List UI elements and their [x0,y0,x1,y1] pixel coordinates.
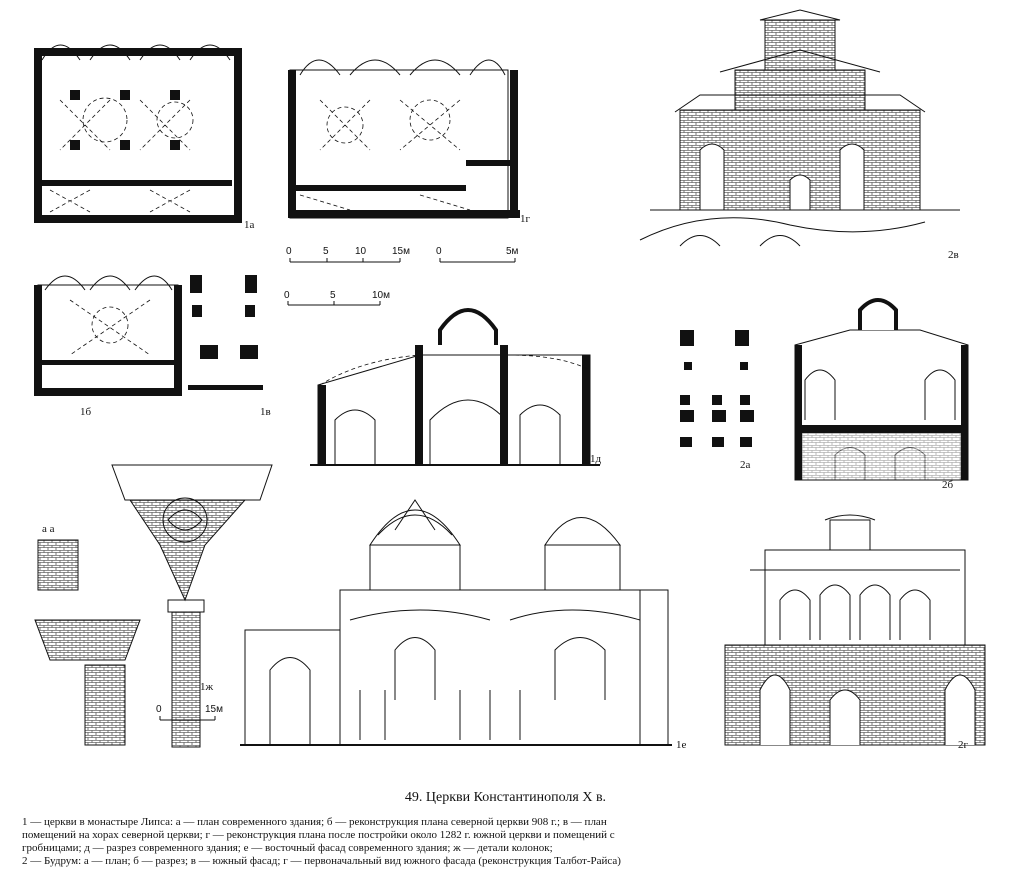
svg-text:0: 0 [436,246,442,257]
svg-text:0: 0 [284,290,290,301]
svg-text:15м: 15м [392,246,410,257]
illustration-plate: 1а 1г 0 5 10 15м 0 5м 2в [34,9,986,751]
svg-text:0: 0 [286,246,292,257]
scale-bar-a: 0 5 10 15м [286,246,410,263]
label-1a: 1а [244,219,255,231]
label-1e: 1е [676,739,687,751]
svg-text:5: 5 [330,290,336,301]
caption-line: помещений на хорах северной церкви; г — … [22,829,615,841]
scale-bar-d: 0 15м [156,704,223,721]
label-1g: 1г [520,213,531,225]
caption-line: 1 — церкви в монастыре Липса: а — план с… [22,816,607,828]
facade-2g [724,514,986,746]
svg-text:5: 5 [323,246,329,257]
caption-title: 49. Церкви Константинополя X в. [404,790,607,805]
scale-bar-b: 0 5м [436,246,519,263]
svg-text:10: 10 [355,246,367,257]
label-1zh-detail: а а [42,523,55,535]
facade-1e [240,499,672,746]
scale-bar-c: 0 5 10м [284,290,390,306]
caption-line: гробницами; д — разрез современного здан… [22,842,553,854]
label-1d: 1д [590,453,602,465]
label-2a: 2а [740,459,751,471]
label-1v: 1в [260,406,271,418]
plan-2a [680,330,754,447]
label-2v: 2в [948,249,959,261]
section-1d [310,308,600,466]
svg-text:5м: 5м [506,246,519,257]
label-1zh: 1ж [200,681,214,693]
capitals-1zh [34,464,273,748]
plan-1g [288,59,520,219]
view-2v [639,9,960,247]
svg-text:0: 0 [156,704,162,715]
plan-1v [188,275,263,390]
section-2b [794,298,969,481]
caption-line: 2 — Будрум: а — план; б — разрез; в — юж… [22,855,621,867]
label-2b: 2б [942,479,954,491]
svg-text:10м: 10м [372,290,390,301]
caption-body: 1 — церкви в монастыре Липса: а — план с… [22,816,990,868]
label-2g: 2г [958,739,969,751]
plan-1b [34,275,182,396]
label-1b: 1б [80,406,92,418]
svg-text:15м: 15м [205,704,223,715]
plan-1a [34,44,242,223]
